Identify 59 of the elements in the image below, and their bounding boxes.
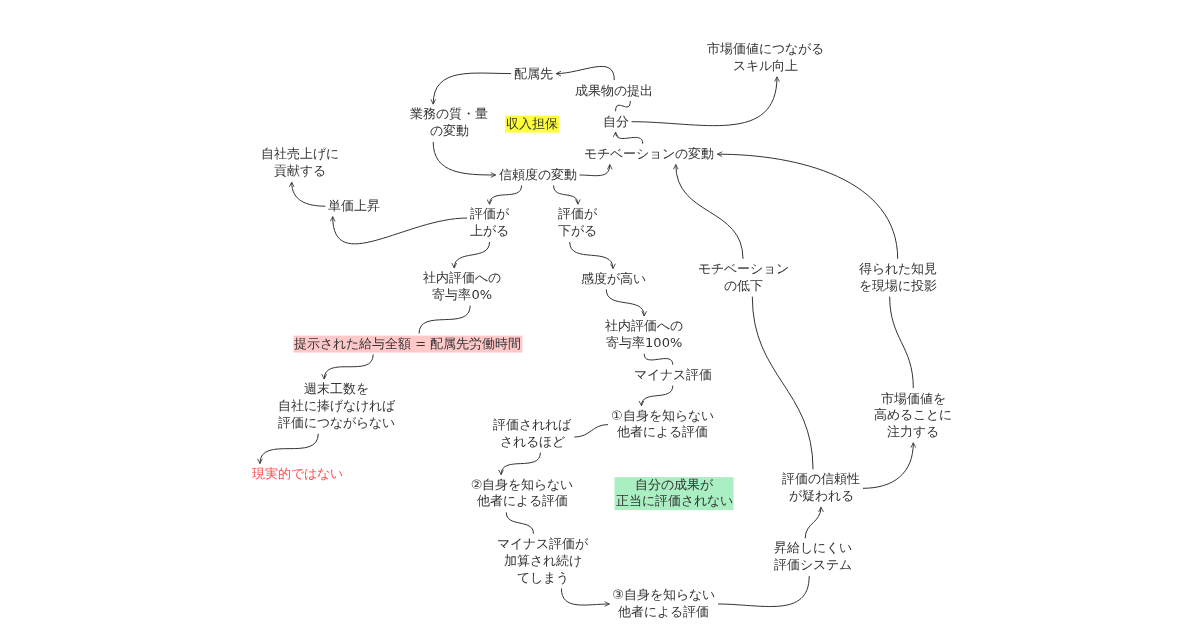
node-text: ③自身を知らない他者による評価 <box>611 587 716 621</box>
arrow <box>862 442 916 489</box>
arrow <box>631 76 780 127</box>
highlighted-note: 自分の成果が正当に評価されない <box>614 476 734 511</box>
connector-line <box>643 353 674 366</box>
node-text: マイナス評価が加算され続けてしまう <box>496 535 590 587</box>
node-text: 昇給しにくい評価システム <box>773 540 854 575</box>
arrow <box>330 216 468 245</box>
warning-text: 現実的ではない <box>250 465 344 483</box>
highlighted-note: 収入担保 <box>505 115 560 133</box>
node-text: 業務の質・量の変動 <box>409 106 490 140</box>
arrow <box>716 151 899 260</box>
node-text: 評価が下がる <box>557 206 599 240</box>
arrow <box>569 241 615 270</box>
node-text: 評価が上がる <box>469 206 510 240</box>
connector-line <box>717 575 810 608</box>
node-text: 社内評価への寄与率100% <box>604 318 685 352</box>
arrow <box>560 587 610 607</box>
connector-line <box>615 100 631 112</box>
arrow <box>487 184 523 205</box>
node-text: 配属先 <box>513 65 555 83</box>
node-text: 市場価値を高めることに注力する <box>873 390 954 441</box>
node-text: 信頼度の変動 <box>497 166 578 184</box>
node-text: 週末工数を自社に捧げなければ評価につながらない <box>276 381 396 432</box>
highlighted-node-text: 提示された給与全額 = 配属先労働時間 <box>293 335 523 353</box>
node-text: 評価されればされるほど <box>492 416 573 451</box>
node-text: モチベーションの低下 <box>696 260 790 295</box>
arrow <box>613 131 644 145</box>
node-text: 成果物の提出 <box>574 82 655 99</box>
node-text: マイナス評価 <box>632 366 713 384</box>
connector-line <box>505 511 534 535</box>
node-text: ①自身を知らない他者による評価 <box>610 407 715 442</box>
arrow <box>639 385 674 407</box>
arrow <box>804 506 824 539</box>
arrow <box>553 184 580 205</box>
node-text: 単価上昇 <box>327 197 382 215</box>
arrow <box>673 164 744 260</box>
node-text: 感度が高い <box>579 270 647 288</box>
node-text: 市場価値につながるスキル向上 <box>705 41 825 75</box>
node-text: 自社売上げに貢献する <box>259 146 340 181</box>
arrow <box>430 72 512 105</box>
arrow <box>579 164 613 177</box>
node-text: 社内評価への寄与率0% <box>422 269 503 304</box>
node-text: 得られた知見を現場に投影 <box>857 260 938 295</box>
node-text: ②自身を知らない他者による評価 <box>469 476 575 511</box>
node-text: 自分 <box>601 113 630 131</box>
arrow <box>499 452 541 476</box>
connector-line <box>751 296 814 470</box>
arrow <box>555 65 615 81</box>
connector-line <box>418 305 471 335</box>
node-text: 評価の信頼性が疑われる <box>781 471 861 506</box>
arrow <box>322 353 374 380</box>
connector-line <box>889 296 914 389</box>
connector-line <box>573 424 609 438</box>
arrow <box>289 181 326 207</box>
arrow <box>432 141 497 178</box>
node-text: モチベーションの変動 <box>583 145 716 163</box>
arrow <box>605 288 647 317</box>
arrow <box>452 241 490 269</box>
